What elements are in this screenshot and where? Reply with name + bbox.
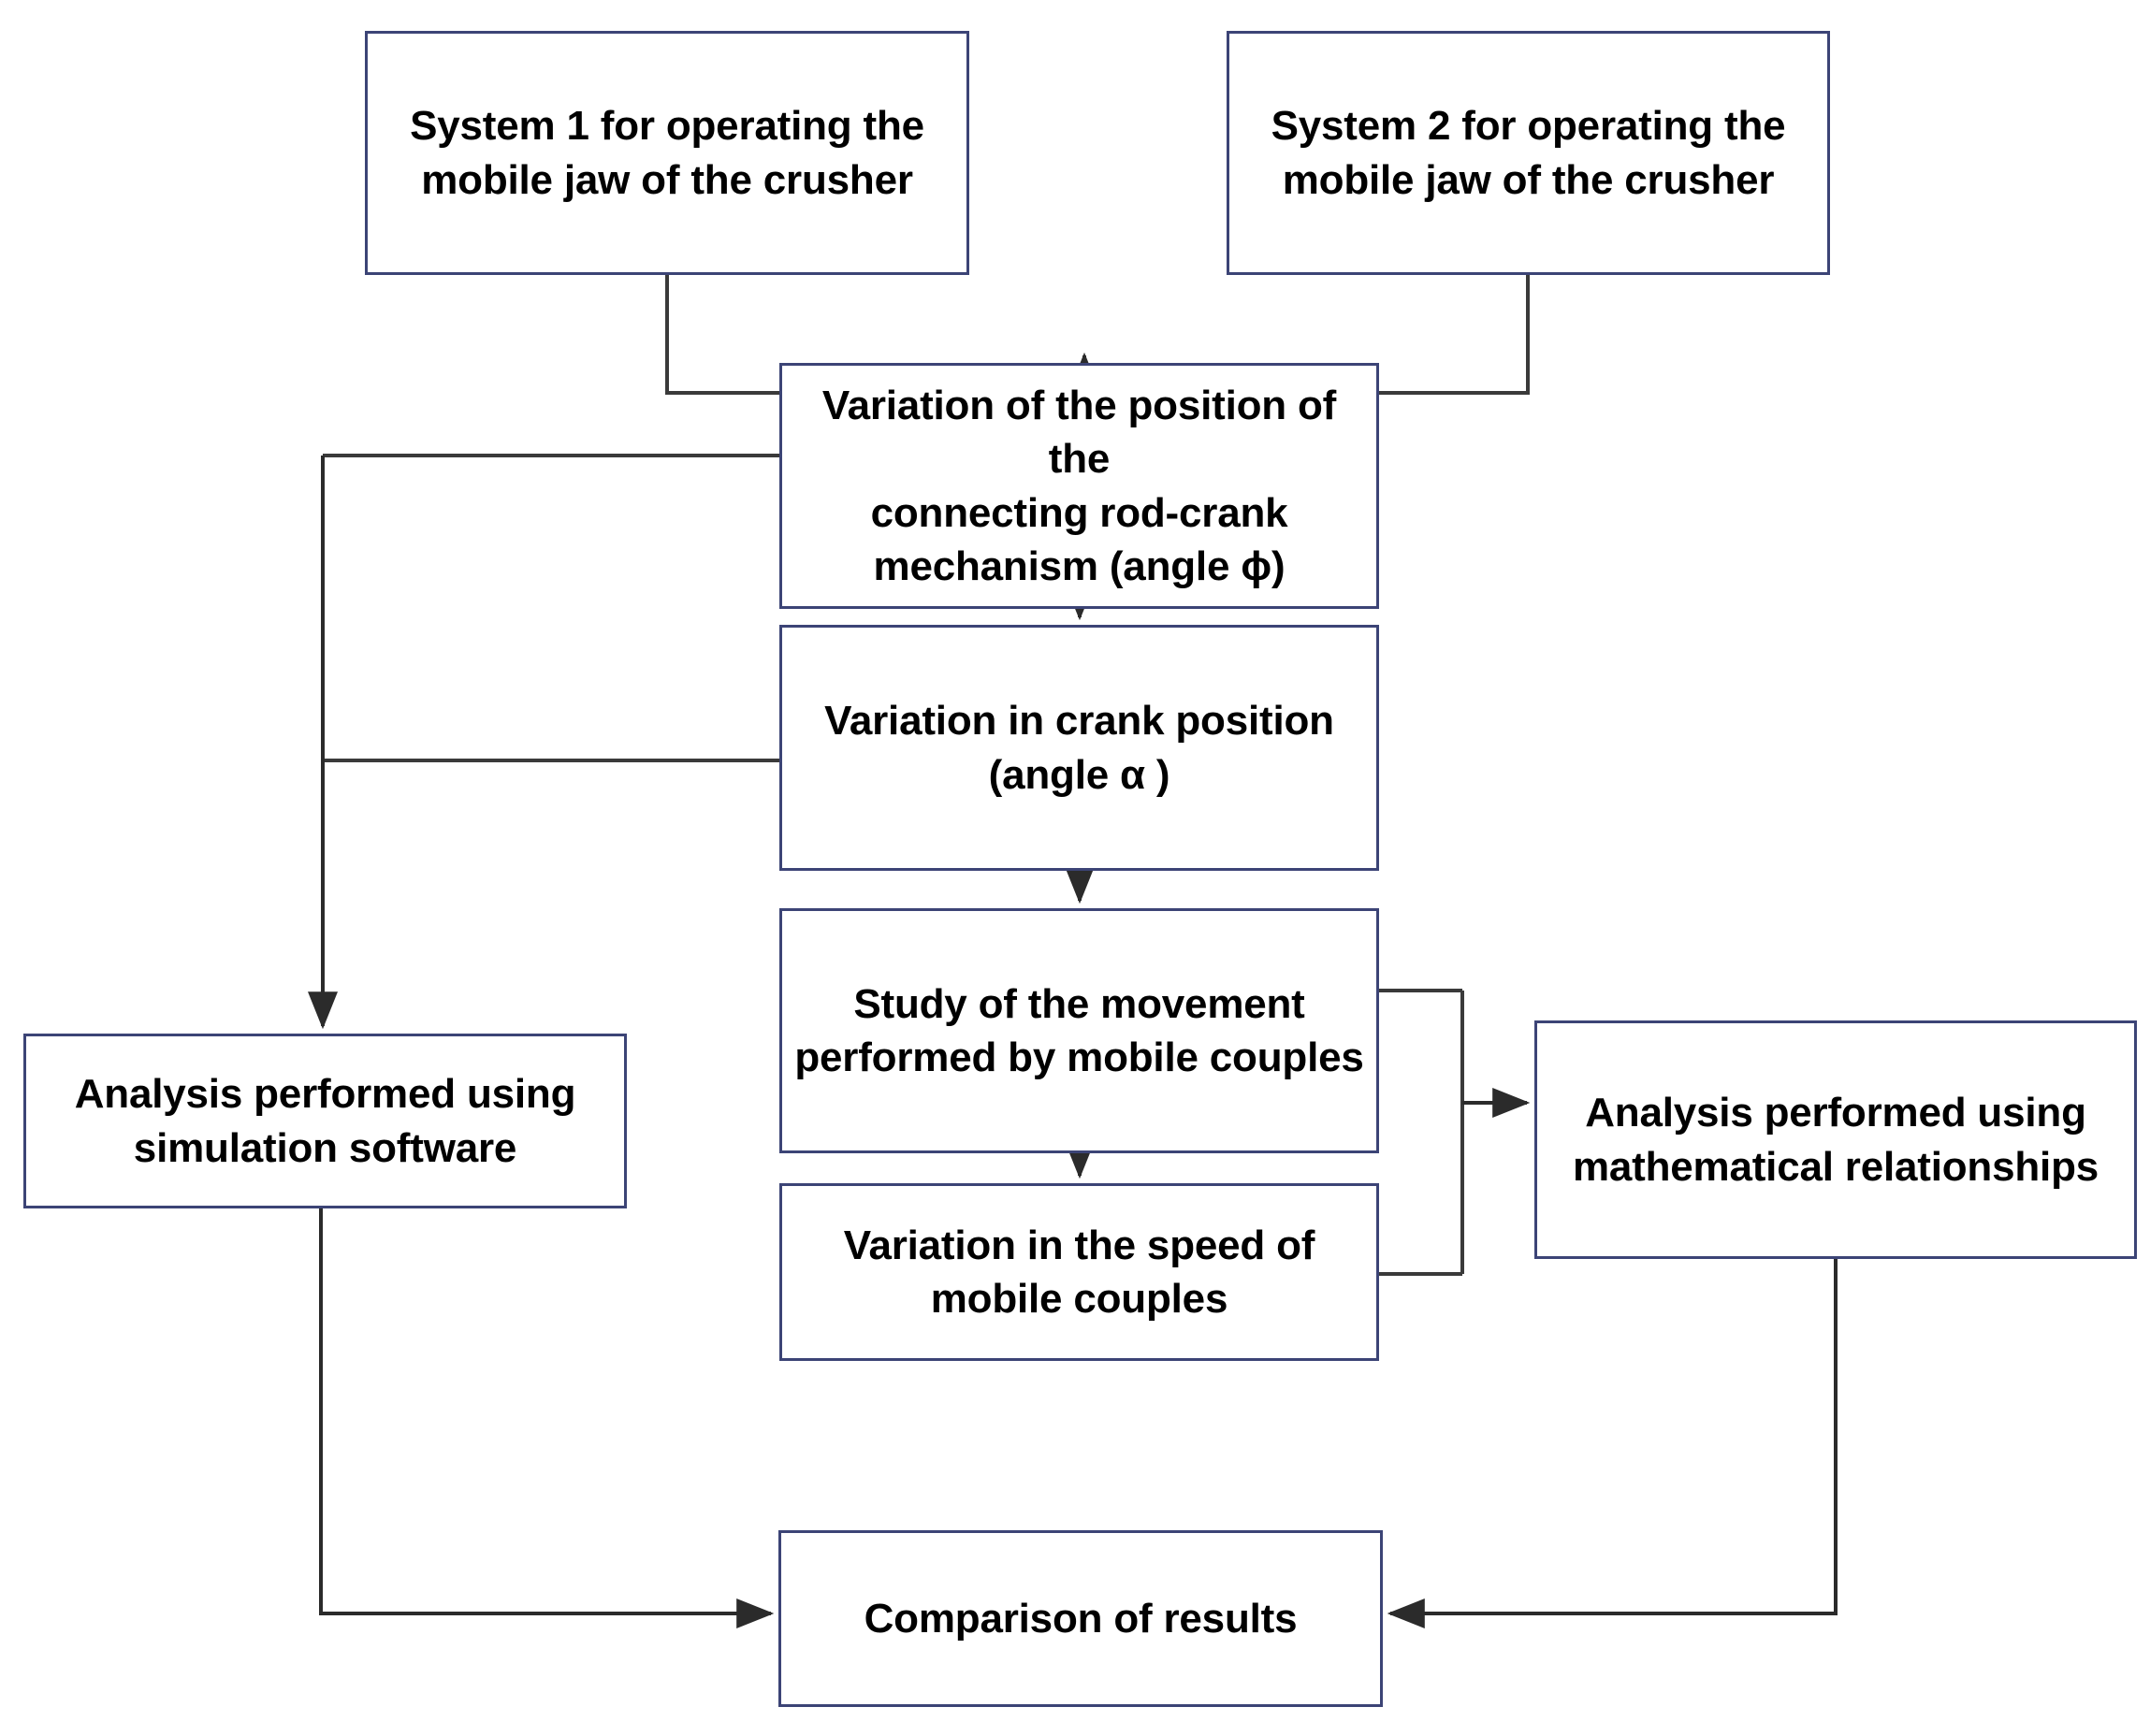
node-comparison-of-results[interactable]: Comparison of results <box>778 1530 1383 1707</box>
node-system-2[interactable]: System 2 for operating the mobile jaw of… <box>1227 31 1830 275</box>
node-crank-position[interactable]: Variation in crank position (angle α ) <box>779 625 1379 871</box>
node-system-1-label: System 1 for operating the mobile jaw of… <box>410 103 924 203</box>
node-simulation-analysis[interactable]: Analysis performed using simulation soft… <box>23 1034 627 1208</box>
edge-sim-to-compare <box>319 1208 775 1628</box>
node-system-2-label: System 2 for operating the mobile jaw of… <box>1271 103 1786 203</box>
node-movement-study-label: Study of the movement performed by mobil… <box>794 980 1364 1080</box>
node-mathematical-analysis-label: Analysis performed using mathematical re… <box>1572 1090 2099 1190</box>
node-movement-study[interactable]: Study of the movement performed by mobil… <box>779 908 1379 1153</box>
edge-math-to-compare <box>1387 1259 1838 1628</box>
node-crank-position-label: Variation in crank position (angle α ) <box>824 698 1334 798</box>
node-mathematical-analysis[interactable]: Analysis performed using mathematical re… <box>1534 1020 2137 1259</box>
node-speed-variation-label: Variation in the speed of mobile couples <box>843 1222 1315 1322</box>
node-simulation-analysis-label: Analysis performed using simulation soft… <box>74 1071 576 1171</box>
node-comparison-of-results-label: Comparison of results <box>864 1595 1298 1642</box>
node-rod-crank-position-label: Variation of the position of the connect… <box>821 383 1337 589</box>
node-speed-variation[interactable]: Variation in the speed of mobile couples <box>779 1183 1379 1361</box>
node-rod-crank-position[interactable]: Variation of the position of the connect… <box>779 363 1379 609</box>
node-system-1[interactable]: System 1 for operating the mobile jaw of… <box>365 31 969 275</box>
